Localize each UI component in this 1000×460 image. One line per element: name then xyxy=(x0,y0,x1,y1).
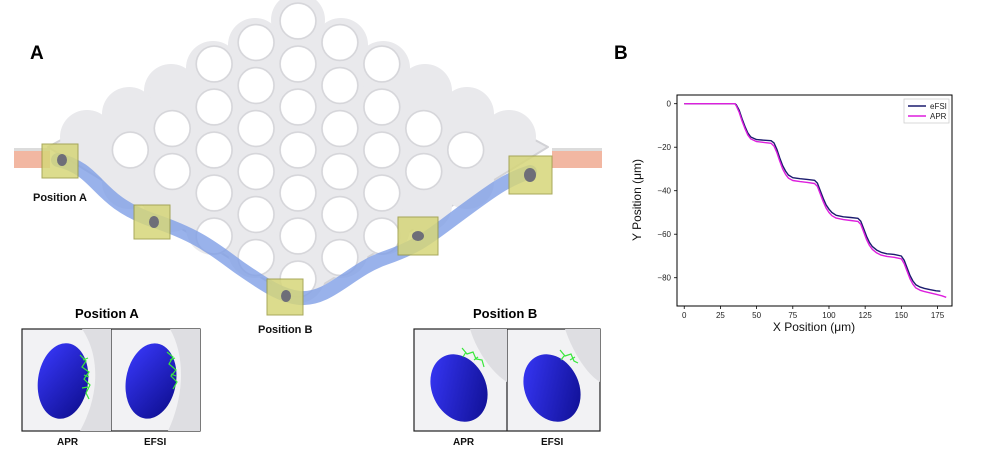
x-tick-label: 0 xyxy=(682,311,687,320)
mesh-contact xyxy=(461,347,485,368)
inlet-pipe-wall xyxy=(14,148,50,151)
channel-wall xyxy=(565,329,600,382)
y-tick-label: −20 xyxy=(657,143,671,152)
inset-label-efsi: EFSI xyxy=(541,437,563,448)
y-tick-label: −60 xyxy=(657,230,671,239)
y-tick-label: −40 xyxy=(657,187,671,196)
inset-position-b: Position B APR EFSI xyxy=(413,306,601,448)
mesh-contact xyxy=(166,351,178,390)
cube-position-b xyxy=(266,278,304,316)
inset-label-apr: APR xyxy=(453,437,475,448)
legend-label: eFSI xyxy=(930,102,947,111)
legend-label: APR xyxy=(930,112,947,121)
x-tick-label: 150 xyxy=(895,311,909,320)
cube-4 xyxy=(397,216,439,256)
x-tick-label: 75 xyxy=(788,311,797,320)
y-tick-label: −80 xyxy=(657,274,671,283)
x-tick-label: 100 xyxy=(822,311,836,320)
outlet-pipe xyxy=(552,150,602,168)
cell-apr xyxy=(37,343,89,419)
position-b-label: Position B xyxy=(258,324,312,336)
x-axis-title: X Position (μm) xyxy=(773,320,855,334)
microfluidic-channel xyxy=(47,0,549,303)
inset-title: Position A xyxy=(75,306,139,321)
inlet-pipe xyxy=(14,150,50,168)
cell-efsi xyxy=(523,354,581,422)
panel-b-letter: B xyxy=(614,43,628,64)
channel-wall xyxy=(168,329,200,431)
outlet-pipe-wall xyxy=(552,148,602,151)
x-tick-label: 25 xyxy=(716,311,725,320)
channel-wall xyxy=(470,329,507,382)
inset-label-efsi: EFSI xyxy=(144,437,166,448)
series-line-efsi xyxy=(684,103,941,292)
cube-position-a xyxy=(41,143,79,179)
plot-frame xyxy=(676,94,953,307)
cube-2 xyxy=(133,204,171,240)
inset-label-apr: APR xyxy=(57,437,79,448)
inset-title: Position B xyxy=(473,306,537,321)
x-tick-label: 175 xyxy=(931,311,945,320)
mesh-contact xyxy=(79,354,91,400)
trajectory-chart: 0 25 50 75 100 125 150 175 0 −20 −40 −60 −80 X Posit… xyxy=(630,94,953,334)
x-tick-label: 50 xyxy=(752,311,761,320)
cell-icon xyxy=(524,168,536,182)
channel-wall xyxy=(80,329,111,431)
position-a-label: Position A xyxy=(33,192,87,204)
cell-icon xyxy=(412,231,424,241)
cell-efsi xyxy=(125,343,177,419)
mesh-contact xyxy=(559,349,579,364)
cube-outlet xyxy=(508,155,553,195)
y-axis-title: Y Position (μm) xyxy=(630,159,644,241)
x-tick-label: 125 xyxy=(858,311,872,320)
panel-a-letter: A xyxy=(30,43,44,64)
series-line-apr xyxy=(684,103,947,298)
cell-apr xyxy=(430,354,488,422)
cell-icon xyxy=(281,290,291,302)
inset-position-a: Position A APR EFSI xyxy=(21,306,201,448)
cell-icon xyxy=(57,154,67,166)
y-tick-label: 0 xyxy=(667,100,672,109)
cell-icon xyxy=(149,216,159,228)
